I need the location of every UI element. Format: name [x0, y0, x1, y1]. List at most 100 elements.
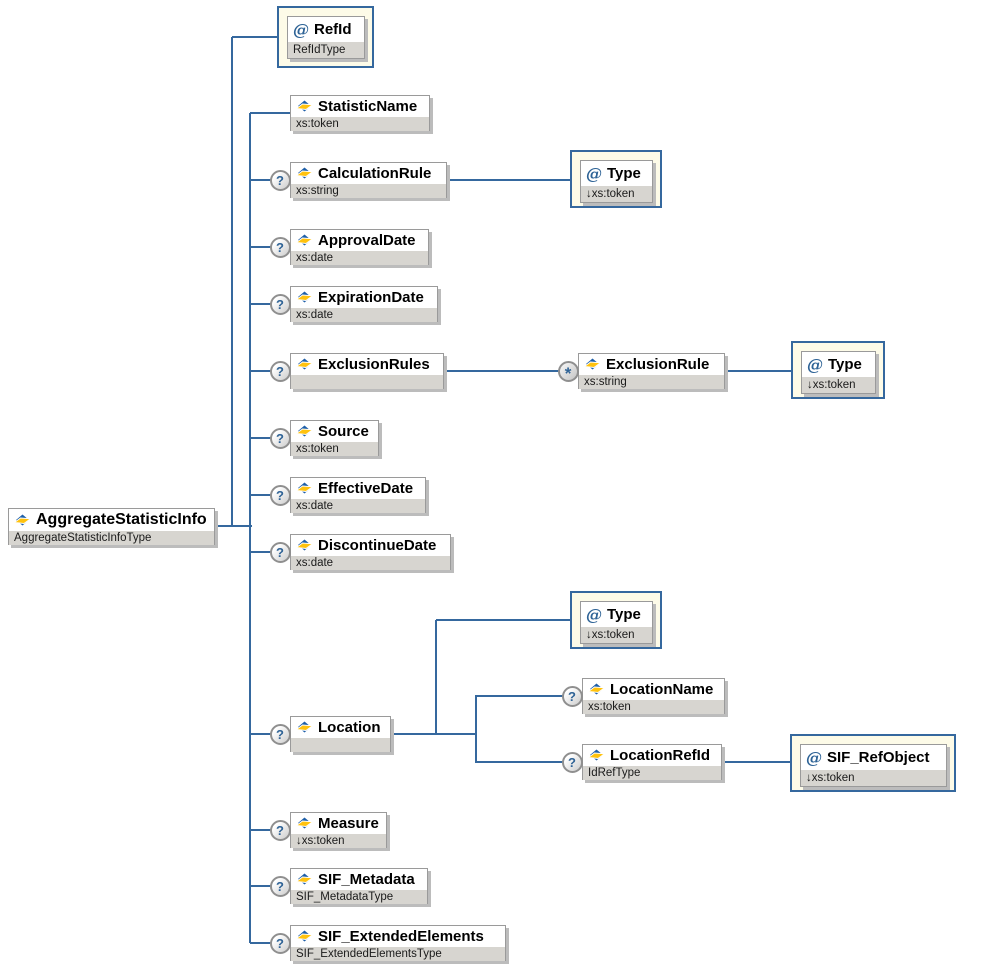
node-type-band: xs:token	[291, 117, 429, 131]
node-label: RefId	[314, 21, 352, 38]
optional-marker-discontinuedate[interactable]: ?	[269, 541, 291, 563]
connector-line	[722, 761, 790, 763]
node-type-band	[291, 375, 443, 389]
attribute-box-calculationrule-type[interactable]: @Type↓xs:token	[580, 160, 653, 203]
attribute-container-exclusionrule-type: @Type↓xs:token	[791, 341, 885, 399]
element-icon	[588, 749, 605, 762]
element-icon	[296, 167, 313, 180]
node-name-row: LocationRefId	[583, 745, 721, 766]
attribute-box-location-type[interactable]: @Type↓xs:token	[580, 601, 653, 644]
element-icon	[296, 100, 313, 113]
connector-line	[475, 695, 477, 763]
node-label: EffectiveDate	[318, 480, 414, 497]
node-label: ExclusionRule	[606, 356, 710, 373]
node-name-row: SIF_Metadata	[291, 869, 427, 890]
optional-marker-sif-extendedelements[interactable]: ?	[269, 932, 291, 954]
element-icon	[296, 930, 313, 943]
attribute-container-location-type: @Type↓xs:token	[570, 591, 662, 649]
node-label: CalculationRule	[318, 165, 432, 182]
repeat-marker-exclusionrule[interactable]: *	[557, 360, 579, 383]
node-label: ApprovalDate	[318, 232, 416, 249]
node-name-row: @ RefId	[288, 17, 364, 42]
connector-line	[231, 37, 233, 526]
element-icon	[296, 873, 313, 886]
node-name-row: Measure	[291, 813, 386, 834]
connector-line	[725, 370, 791, 372]
node-name-row: ExclusionRule	[579, 354, 724, 375]
element-box-statisticname[interactable]: StatisticName xs:token	[290, 95, 430, 131]
attribute-box-exclusionrule-type[interactable]: @Type↓xs:token	[801, 351, 876, 394]
optional-marker-calculationrule[interactable]: ?	[269, 169, 291, 191]
node-type-band: RefIdType	[288, 42, 364, 58]
node-type-band: ↓xs:token	[802, 377, 875, 393]
node-label: SIF_ExtendedElements	[318, 928, 484, 945]
node-name-row: CalculationRule	[291, 163, 446, 184]
optional-marker-sif-metadata[interactable]: ?	[269, 875, 291, 897]
node-name-row: SIF_ExtendedElements	[291, 926, 505, 947]
node-type-band: ↓xs:token	[581, 186, 652, 202]
node-type-band: xs:date	[291, 499, 425, 513]
connector-line	[391, 733, 477, 735]
optional-marker-location[interactable]: ?	[269, 723, 291, 745]
node-label: StatisticName	[318, 98, 418, 115]
connector-line	[232, 36, 277, 38]
node-name-row: @SIF_RefObject	[801, 745, 946, 770]
node-label: Type	[828, 356, 862, 373]
attribute-container-calculationrule-type: @Type↓xs:token	[570, 150, 662, 208]
node-name-row: ExpirationDate	[291, 287, 437, 308]
node-type-band	[291, 738, 390, 752]
element-icon	[296, 358, 313, 371]
node-name-row: @Type	[802, 352, 875, 377]
optional-marker-source[interactable]: ?	[269, 427, 291, 449]
node-name-row: AggregateStatisticInfo	[9, 509, 214, 531]
node-name-row: @Type	[581, 161, 652, 186]
node-label: ExclusionRules	[318, 356, 430, 373]
node-name-row: ApprovalDate	[291, 230, 428, 251]
optional-marker-effectivedate[interactable]: ?	[269, 484, 291, 506]
node-type-band: xs:date	[291, 556, 450, 570]
element-box-effectivedate[interactable]: EffectiveDate xs:date	[290, 477, 426, 513]
element-box-measure[interactable]: Measure↓xs:token	[290, 812, 387, 848]
node-label: Source	[318, 423, 369, 440]
attribute-container-sif-refobject: @SIF_RefObject↓xs:token	[790, 734, 956, 792]
element-box-exclusionrule[interactable]: ExclusionRule xs:string	[578, 353, 725, 389]
attribute-box-sif-refobject[interactable]: @SIF_RefObject↓xs:token	[800, 744, 947, 787]
node-label: SIF_RefObject	[827, 749, 930, 766]
element-icon	[296, 291, 313, 304]
node-type-band: IdRefType	[583, 766, 721, 780]
node-label: Location	[318, 719, 381, 736]
node-name-row: DiscontinueDate	[291, 535, 450, 556]
node-type-band: ↓xs:token	[291, 834, 386, 848]
element-box-exclusionrules[interactable]: ExclusionRules	[290, 353, 444, 389]
node-label: AggregateStatisticInfo	[36, 511, 207, 528]
optional-marker-locationname[interactable]: ?	[561, 685, 583, 707]
optional-marker-approvaldate[interactable]: ?	[269, 236, 291, 258]
attribute-icon: @	[293, 19, 309, 39]
connector-line	[476, 761, 582, 763]
optional-marker-measure[interactable]: ?	[269, 819, 291, 841]
optional-marker-locationrefid[interactable]: ?	[561, 751, 583, 773]
node-label: Type	[607, 165, 641, 182]
node-type-band: SIF_ExtendedElementsType	[291, 947, 505, 961]
node-type-band: AggregateStatisticInfoType	[9, 531, 214, 545]
element-icon	[588, 683, 605, 696]
optional-marker-exclusionrules[interactable]: ?	[269, 360, 291, 382]
element-box-location[interactable]: Location	[290, 716, 391, 752]
connector-line	[435, 620, 437, 735]
node-name-row: ExclusionRules	[291, 354, 443, 375]
optional-marker-expirationdate[interactable]: ?	[269, 293, 291, 315]
node-type-band: xs:string	[579, 375, 724, 389]
